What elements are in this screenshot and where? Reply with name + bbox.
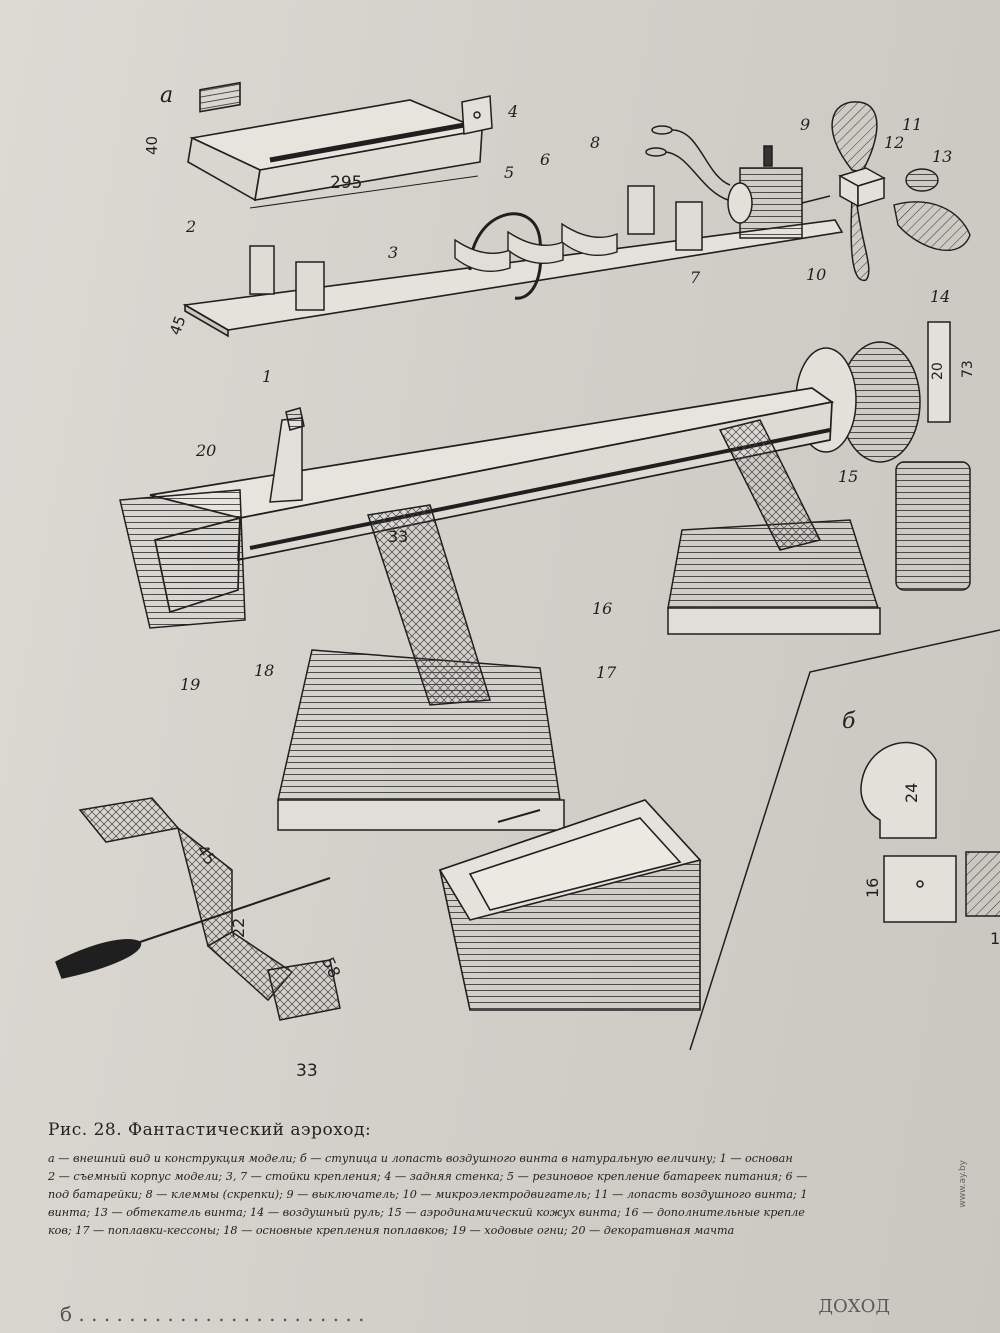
decorative-mast-part-20 [269, 407, 305, 503]
micro-motor-part-10 [727, 145, 831, 239]
part-number-9: 9 [800, 115, 810, 134]
dim-16: 16 [863, 878, 882, 898]
caption-line: под батарейки; 8 — клеммы (скрепки); 9 —… [48, 1188, 808, 1201]
part-number-5: 5 [504, 163, 514, 182]
part-number-19: 19 [180, 675, 200, 694]
air-rudder-part-14 [927, 321, 951, 423]
view-b-frame [689, 629, 1000, 1051]
dim-295: 295 [330, 173, 362, 193]
part-number-17: 17 [596, 663, 617, 682]
main-float-strut-part-18 [367, 504, 491, 706]
cut-off-body-text: б . . . . . . . . . . . . . . . . . . . … [60, 1302, 365, 1326]
view-a-label: а [160, 83, 173, 108]
part-number-2: 2 [185, 217, 196, 236]
caption-line: ков; 17 — поплавки-кессоны; 18 — основны… [48, 1224, 735, 1237]
rubber-band-part-5 [468, 212, 543, 300]
mount-posts-part-7 [627, 185, 703, 251]
part-number-3: 3 [388, 243, 398, 262]
part-number-7: 7 [690, 268, 701, 287]
part-number-14: 14 [930, 287, 950, 306]
float-pontoon-left [119, 489, 246, 629]
caisson-float-part-17 [438, 799, 702, 1011]
part-number-13: 13 [932, 147, 952, 166]
extra-strut-part-16 [718, 419, 822, 551]
caption-line: 2 — съемный корпус модели; 3, 7 — стойки… [48, 1170, 808, 1183]
dim-24: 24 [902, 783, 921, 803]
view-b-label: б [842, 709, 856, 734]
part-number-16: 16 [592, 599, 612, 618]
float-pontoon-front [277, 649, 565, 831]
caption-line: а — внешний вид и конструкция модели; б … [48, 1152, 793, 1165]
propeller-blade-part-11 [831, 101, 878, 281]
dim-73: 73 [960, 360, 976, 378]
caption-title: Рис. 28. Фантастический аэроход: [48, 1120, 372, 1140]
part-number-15: 15 [838, 467, 858, 486]
dim-33-bottom: 33 [296, 1061, 318, 1081]
propeller-spinner-part-13 [893, 168, 971, 251]
propeller-duct-part-15 [795, 341, 971, 591]
dim-33-top: 33 [388, 527, 408, 546]
dim-45-base: 45 [166, 313, 189, 337]
hub-square-view [883, 851, 1000, 923]
part-number-11: 11 [902, 115, 922, 134]
watermark: www.ay.by [958, 1160, 968, 1208]
propeller-hub-part-12 [838, 167, 886, 208]
dim-20: 20 [930, 362, 946, 380]
float-bracket-detail [78, 797, 341, 1021]
dim-22: 22 [229, 918, 248, 938]
part-number-8: 8 [590, 133, 600, 152]
arrow-insert-float [497, 809, 541, 823]
mount-posts-part-3 [249, 245, 325, 311]
part-number-4: 4 [507, 102, 518, 121]
caption-body: а — внешний вид и конструкция модели; б … [48, 1150, 988, 1240]
caption-line: винта; 13 — обтекатель винта; 14 — возду… [48, 1206, 805, 1219]
part-number-20: 20 [195, 441, 216, 460]
part-number-18: 18 [254, 661, 274, 680]
terminal-clips-part-8 [645, 125, 731, 201]
figure-caption: Рис. 28. Фантастический аэроход: а — вне… [48, 1120, 988, 1240]
screwdriver [55, 877, 331, 979]
dim-1: 1 [990, 929, 1000, 948]
part-number-12: 12 [884, 133, 904, 152]
removable-body-part-2 [187, 81, 485, 202]
blade-root-profile [860, 741, 937, 839]
part-number-10: 10 [806, 265, 826, 284]
technical-drawing: а 40 295 2 4 45 1 3 5 6 7 [55, 81, 1000, 1081]
dim-40: 40 [143, 136, 161, 155]
back-wall-part-4 [461, 95, 493, 135]
part-number-1: 1 [262, 367, 272, 386]
part-number-6: 6 [540, 150, 550, 169]
cut-off-heading: ДОХОД [818, 1296, 890, 1317]
battery-cradles-part-6 [454, 222, 618, 272]
